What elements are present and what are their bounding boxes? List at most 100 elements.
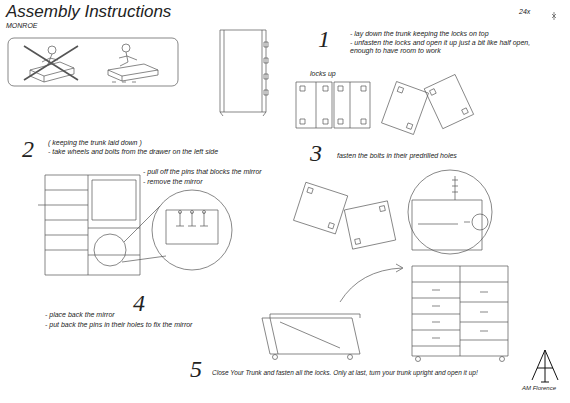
wheel-detail-stroke (452, 176, 458, 200)
trunk-locks-up-stroke (361, 86, 366, 91)
trunk-open-drawers-stroke (45, 175, 88, 275)
mirror-detail-stroke (152, 190, 232, 270)
instruction-text: - lay down the trunk keeping the locks o… (350, 30, 489, 38)
mirror-detail-stroke (191, 211, 194, 214)
trunk-open-bolts-stroke-stroke (307, 187, 313, 193)
step-number: 2 (22, 136, 34, 164)
instruction-text: - unfasten the locks and open it up just… (350, 39, 540, 55)
handling-icons-stroke (8, 38, 178, 86)
trunk-locks-up-stroke (338, 119, 343, 124)
trunk-half-open-stroke (382, 82, 429, 135)
trunk-upright (220, 30, 268, 116)
mirror-detail-stroke (176, 212, 208, 226)
mirror-detail-stroke (166, 210, 218, 244)
model-name: MONROE (6, 22, 38, 30)
trunk-half-open-stroke (424, 74, 473, 128)
trunk-lying (262, 314, 360, 360)
handling-icons-stroke (24, 46, 78, 80)
trunk-lying-stroke (273, 355, 278, 360)
instruction-text: - pull off the pins that blocks the mirr… (143, 168, 262, 176)
trunk-half-open (382, 74, 474, 134)
illustration-stroke (8, 12, 558, 382)
trunk-open-drawers-stroke (45, 175, 140, 275)
trunk-half-open-stroke-stroke (430, 89, 437, 96)
trunk-lying-stroke (348, 355, 353, 360)
turn-arrow (340, 268, 402, 302)
trunk-upright-stroke (264, 74, 268, 79)
trunk-open-drawers-stroke (38, 205, 45, 206)
trunk-open-drawers-stroke (88, 228, 140, 255)
trunk-half-open-stroke-stroke (382, 82, 429, 135)
step-number: 5 (190, 356, 202, 384)
trunk-open-drawers-stroke (94, 234, 126, 266)
instruction-text: - take wheels and bolts from the drawer … (48, 148, 218, 156)
trunk-open-drawers-stroke (92, 180, 136, 220)
instruction-text: fasten the bolts in their predrilled hol… (337, 152, 457, 160)
wheel-detail-stroke (418, 224, 458, 225)
quantity-icon (552, 12, 556, 20)
step-number: 4 (133, 290, 145, 318)
sheet-title: Assembly Instructions (6, 2, 171, 22)
trunk-upright-stroke (220, 30, 266, 112)
quantity-icon-stroke (552, 12, 556, 20)
instruction-text: - put back the pins in their holes to fi… (45, 321, 192, 329)
turn-arrowhead (396, 264, 403, 272)
brand-name: AM Florence (522, 385, 556, 392)
step-number: 1 (318, 26, 330, 54)
trunk-upright-stroke (264, 90, 268, 95)
trunk-open-bolts-stroke-stroke (294, 182, 348, 234)
trunk-locks-up-stroke (338, 86, 343, 91)
trunk-half-open-stroke-stroke (424, 74, 473, 128)
mirror-detail (152, 190, 232, 270)
handling-icons-stroke (112, 82, 136, 83)
trunk-open-upright-stroke (412, 266, 508, 356)
trunk-upright-stroke (264, 42, 268, 47)
wheel-detail-stroke (408, 170, 492, 254)
trunk-locks-up-stroke (334, 82, 370, 128)
trunk-upright-stroke (264, 58, 268, 63)
trunk-locks-up-stroke (323, 119, 328, 124)
trunk-open-bolts-stroke (294, 182, 348, 234)
trunk-locks-up-stroke (296, 82, 332, 128)
instruction-text: ( keeping the trunk laid down ) (48, 139, 142, 147)
mirror-detail-stroke (179, 211, 182, 214)
trunk-open-upright-stroke (416, 357, 421, 362)
handling-icons-stroke (108, 64, 158, 81)
trunk-locks-up-stroke (300, 119, 305, 124)
trunk-open-bolts-stroke-stroke (379, 206, 385, 212)
trunk-open-upright (412, 266, 508, 362)
trunk-open-bolts-stroke-stroke (344, 201, 395, 249)
trunk-open-bolts-stroke-stroke (328, 223, 334, 229)
step-number: 3 (310, 140, 322, 168)
trunk-open-upright-stroke (500, 357, 505, 362)
trunk-upright-stroke (220, 30, 266, 116)
trunk-open-bolts-stroke (344, 201, 395, 249)
brand-logo (532, 350, 558, 382)
trunk-locks-up-stroke (316, 82, 350, 128)
trunk-locks-up (296, 82, 370, 128)
wheel-detail-stroke (412, 200, 482, 250)
trunk-open-upright-stroke (412, 266, 460, 356)
instruction-text: Close Your Trunk and fasten all the lock… (212, 369, 478, 376)
trunk-locks-up-stroke (300, 86, 305, 91)
quantity-label: 24x (519, 8, 530, 16)
trunk-locks-up-stroke (323, 86, 328, 91)
wheel-detail (408, 170, 492, 254)
handling-icons (8, 38, 178, 86)
wheel-detail-stroke (464, 222, 470, 223)
trunk-open-drawers (38, 175, 166, 275)
caption-label: locks up (310, 70, 336, 78)
trunk-locks-up-stroke (361, 119, 366, 124)
trunk-open-bolts (294, 182, 396, 249)
instruction-text: - remove the mirror (143, 178, 203, 186)
wheel-detail-stroke (472, 214, 488, 230)
handling-icons-stroke (122, 44, 130, 52)
trunk-half-open-stroke-stroke (406, 123, 412, 129)
trunk-open-upright-stroke (432, 290, 488, 338)
trunk-half-open-stroke-stroke (462, 108, 469, 115)
trunk-open-bolts-stroke-stroke (355, 238, 361, 244)
trunk-half-open-stroke-stroke (397, 87, 403, 93)
handling-icons-stroke (48, 46, 56, 54)
trunk-lying-stroke (280, 322, 340, 348)
